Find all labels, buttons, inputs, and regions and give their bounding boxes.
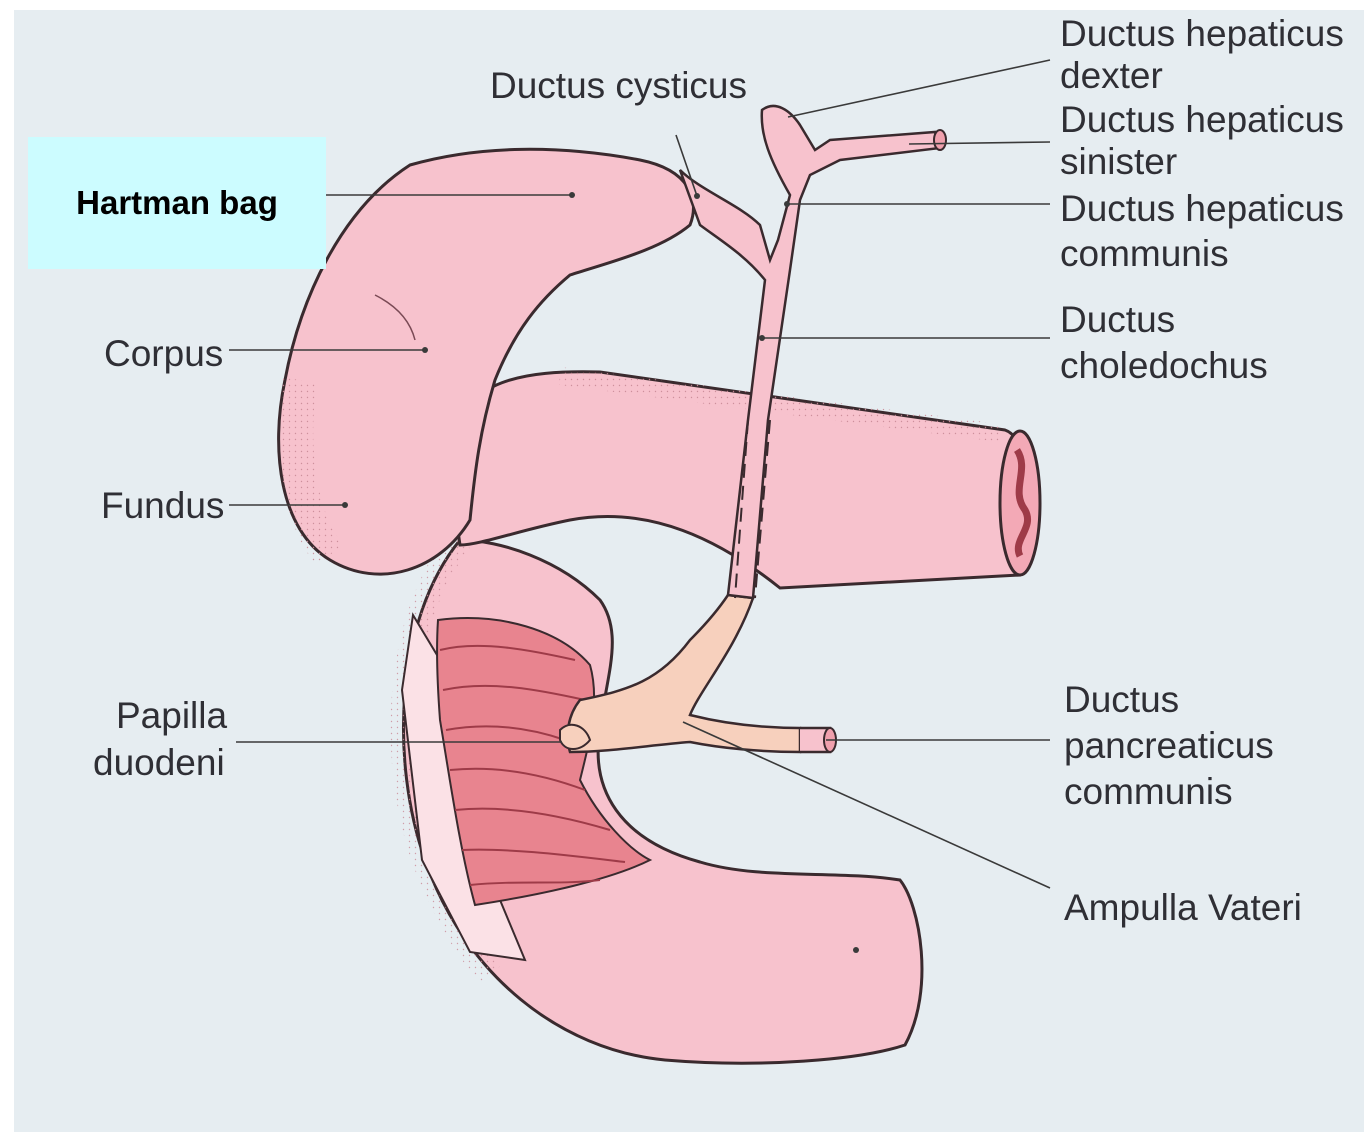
label-hepaticus-sinister-line1: Ductus hepaticus <box>1060 99 1344 140</box>
label-pancreaticus-line3: communis <box>1064 771 1233 812</box>
label-hepaticus-sinister-line2: sinister <box>1060 141 1177 182</box>
label-hepaticus-dexter-line1: Ductus hepaticus <box>1060 13 1344 54</box>
label-ampulla-vateri: Ampulla Vateri <box>1064 887 1302 928</box>
label-corpus: Corpus <box>104 333 223 374</box>
label-fundus: Fundus <box>101 485 224 526</box>
label-hepaticus-dexter-line2: dexter <box>1060 55 1163 96</box>
label-hartman-bag: Hartman bag <box>76 184 278 222</box>
label-hepaticus-communis-line1: Ductus hepaticus <box>1060 188 1344 229</box>
label-choledochus-line2: choledochus <box>1060 345 1268 386</box>
label-hepaticus-communis-line2: communis <box>1060 233 1229 274</box>
label-pancreaticus-line2: pancreaticus <box>1064 725 1274 766</box>
label-pancreaticus-line1: Ductus <box>1064 679 1179 720</box>
label-ductus-cysticus: Ductus cysticus <box>490 65 747 106</box>
label-papilla-line2: duodeni <box>93 742 225 783</box>
label-choledochus-line1: Ductus <box>1060 299 1175 340</box>
hartman-bag-callout: Hartman bag <box>28 137 326 269</box>
label-papilla-line1: Papilla <box>116 695 227 736</box>
